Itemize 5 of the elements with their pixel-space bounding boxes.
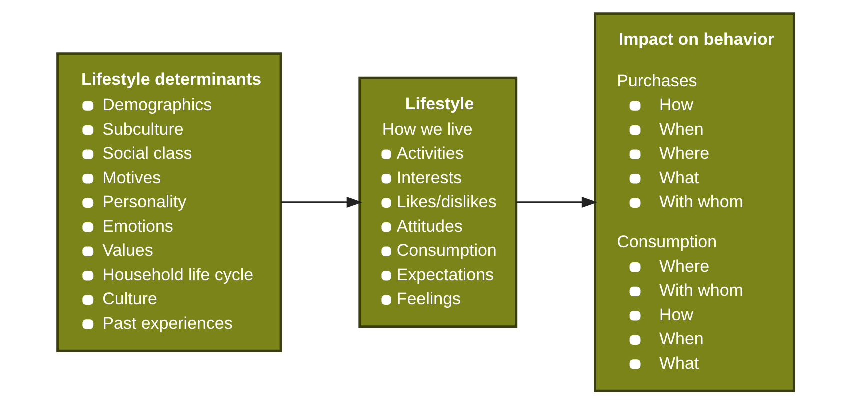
node-box: Lifestyle determinants Demographics Subculture Social class Motives Personality Emotions Values Household life cycle Culture Past experiences: [56, 52, 282, 352]
arrow: [516, 196, 598, 208]
arrow: [280, 196, 362, 208]
node-box: Lifestyle How we live Activities Interests Likes/dislikes Attitudes Consumption Expectations Feelings: [358, 76, 518, 328]
node-box: Impact on behavior Purchases How When Where What With whom Consumption Where With whom How When What: [594, 12, 795, 392]
